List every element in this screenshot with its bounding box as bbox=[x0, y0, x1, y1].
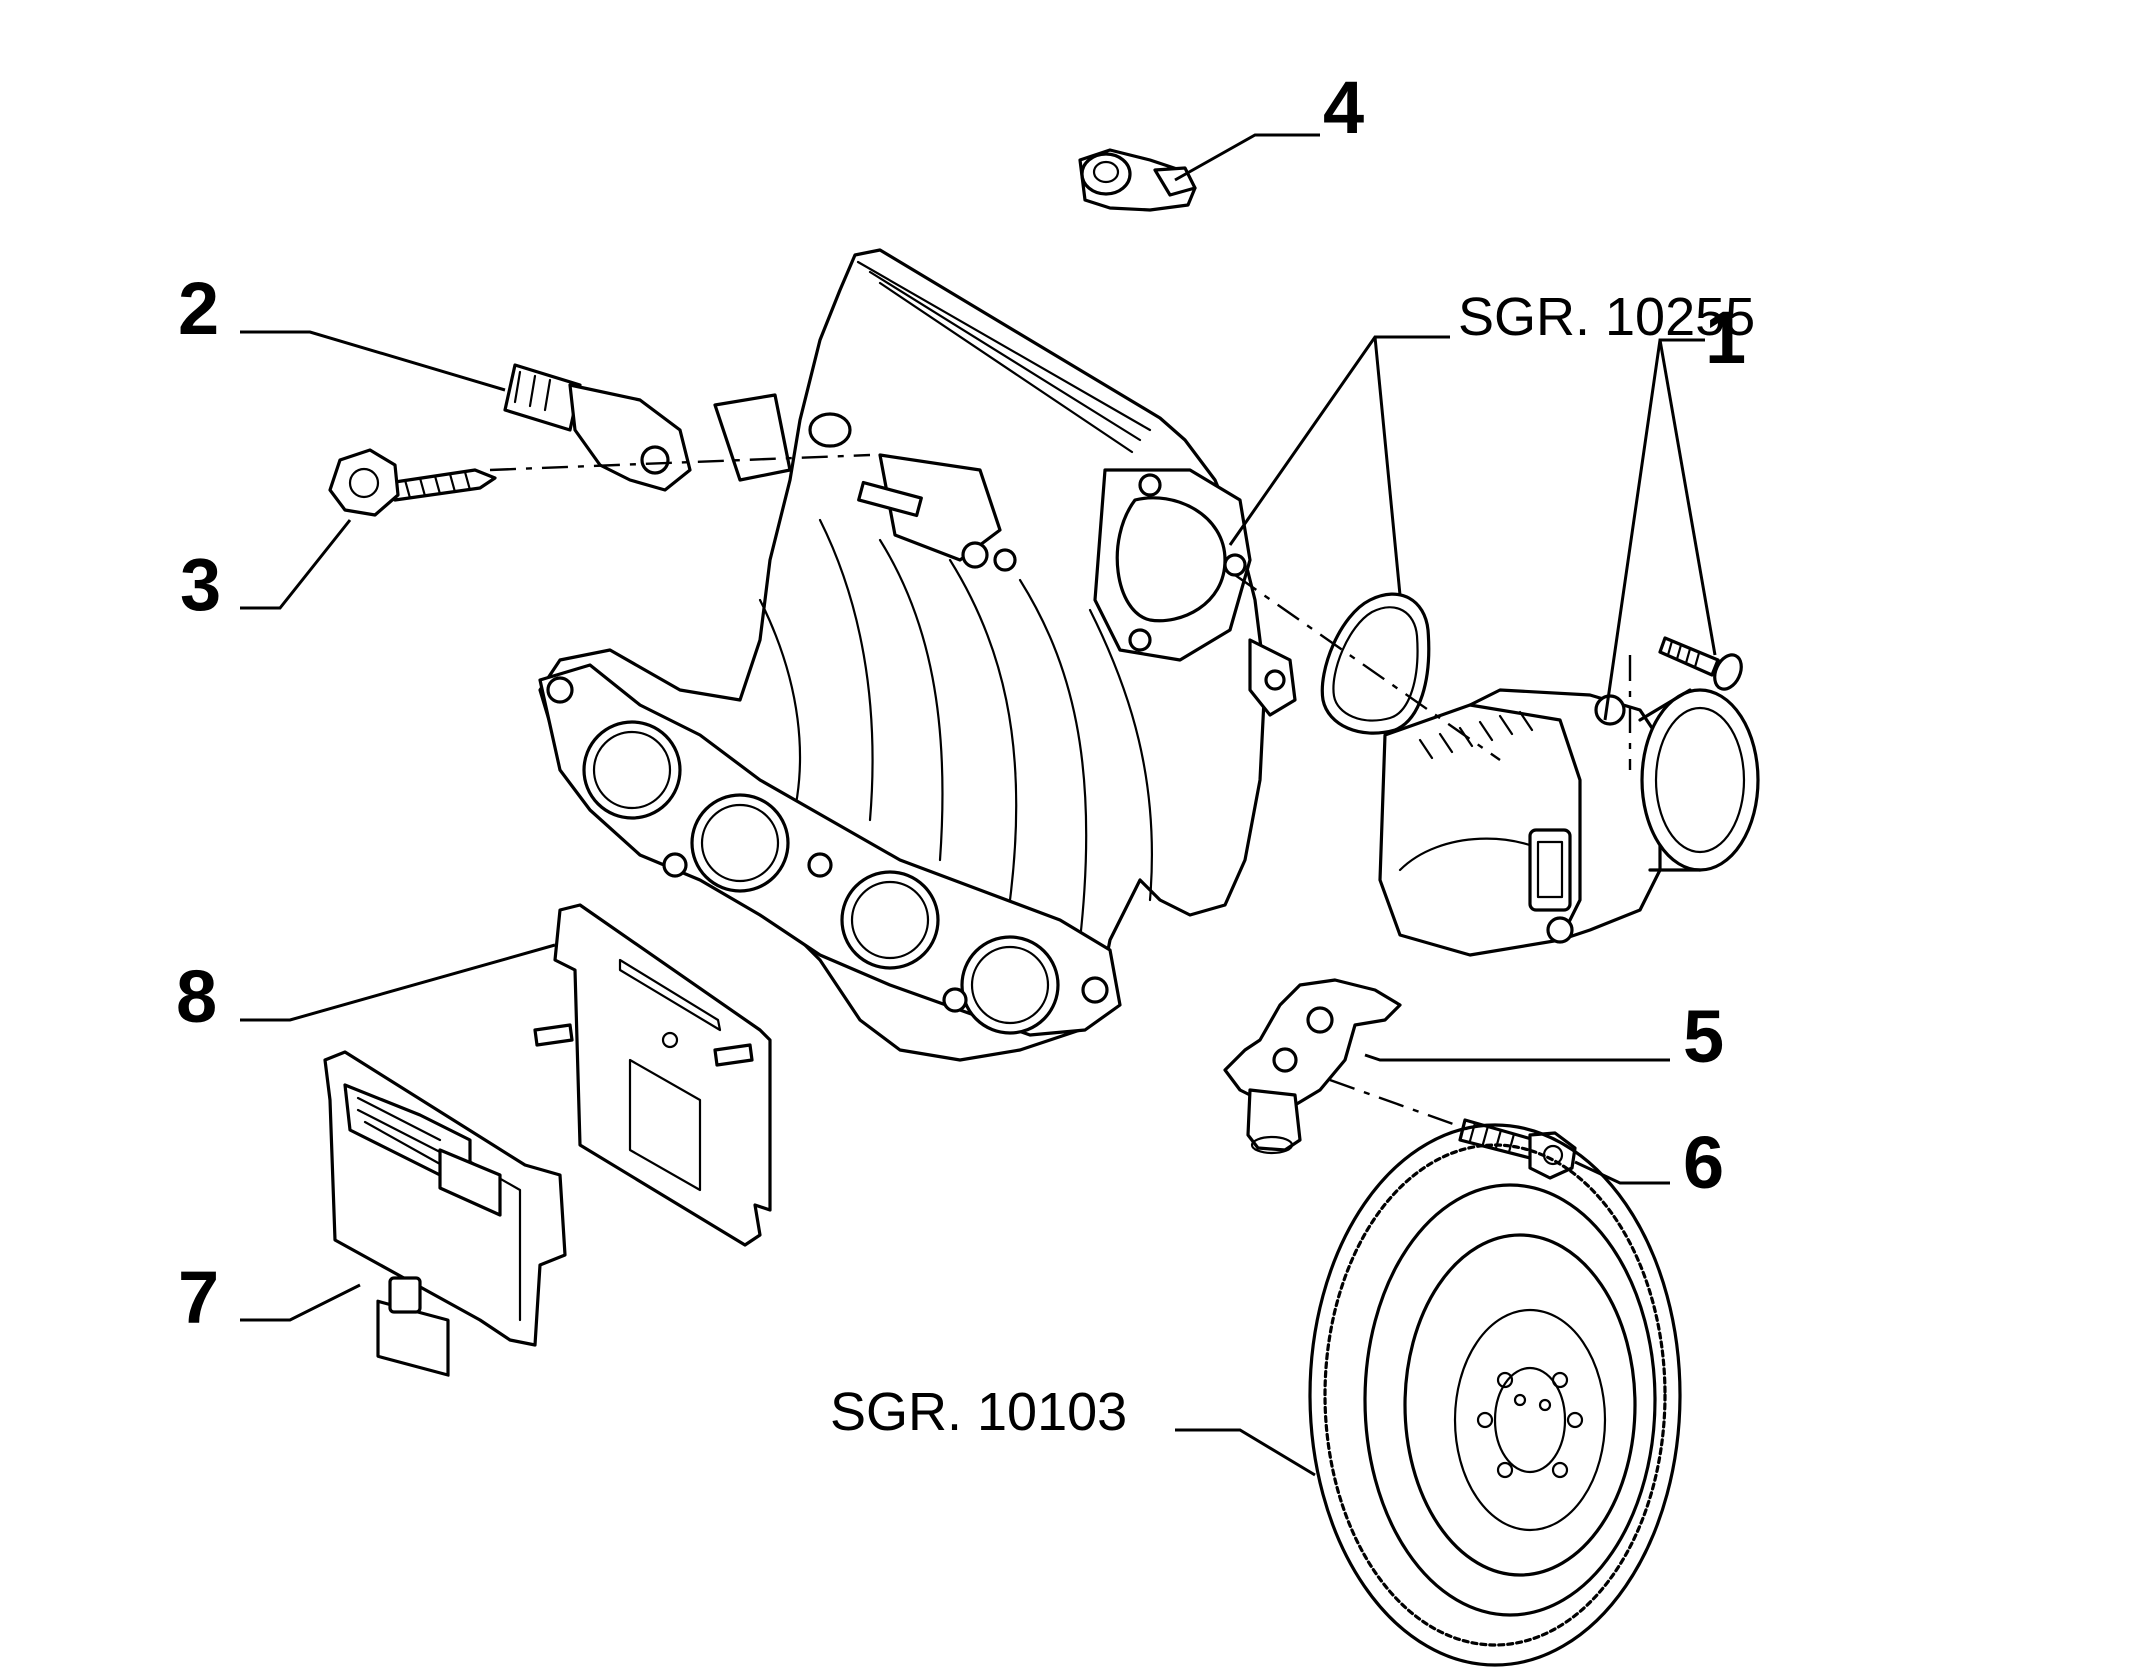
leader-lines bbox=[240, 133, 1717, 1477]
sensor-5 bbox=[1223, 978, 1402, 1155]
callout-6: 6 bbox=[1683, 1121, 1724, 1204]
flywheel bbox=[1308, 1123, 1682, 1667]
callout-2: 2 bbox=[178, 267, 219, 350]
bracket-8 bbox=[533, 903, 772, 1247]
throttle-screw bbox=[1658, 636, 1743, 691]
ecu-7 bbox=[323, 1050, 567, 1377]
callout-1: 1 bbox=[1705, 296, 1746, 379]
sensor-2 bbox=[503, 363, 692, 492]
callout-7: 7 bbox=[178, 1256, 219, 1339]
throttle-gasket bbox=[1320, 592, 1431, 735]
assembly-lines bbox=[489, 453, 1632, 1132]
callout-8: 8 bbox=[176, 955, 217, 1038]
reference-sgr-10255: SGR. 10255 bbox=[1458, 287, 1755, 347]
reference-sgr-10103: SGR. 10103 bbox=[830, 1382, 1127, 1442]
callout-4: 4 bbox=[1323, 66, 1364, 149]
bolt-3 bbox=[328, 448, 497, 517]
callout-3: 3 bbox=[180, 543, 221, 626]
callout-5: 5 bbox=[1683, 995, 1724, 1078]
knock-sensor-4 bbox=[1078, 148, 1197, 212]
throttle-body bbox=[1378, 688, 1760, 957]
bolt-6 bbox=[1458, 1118, 1577, 1180]
intake-manifold bbox=[538, 248, 1297, 1062]
